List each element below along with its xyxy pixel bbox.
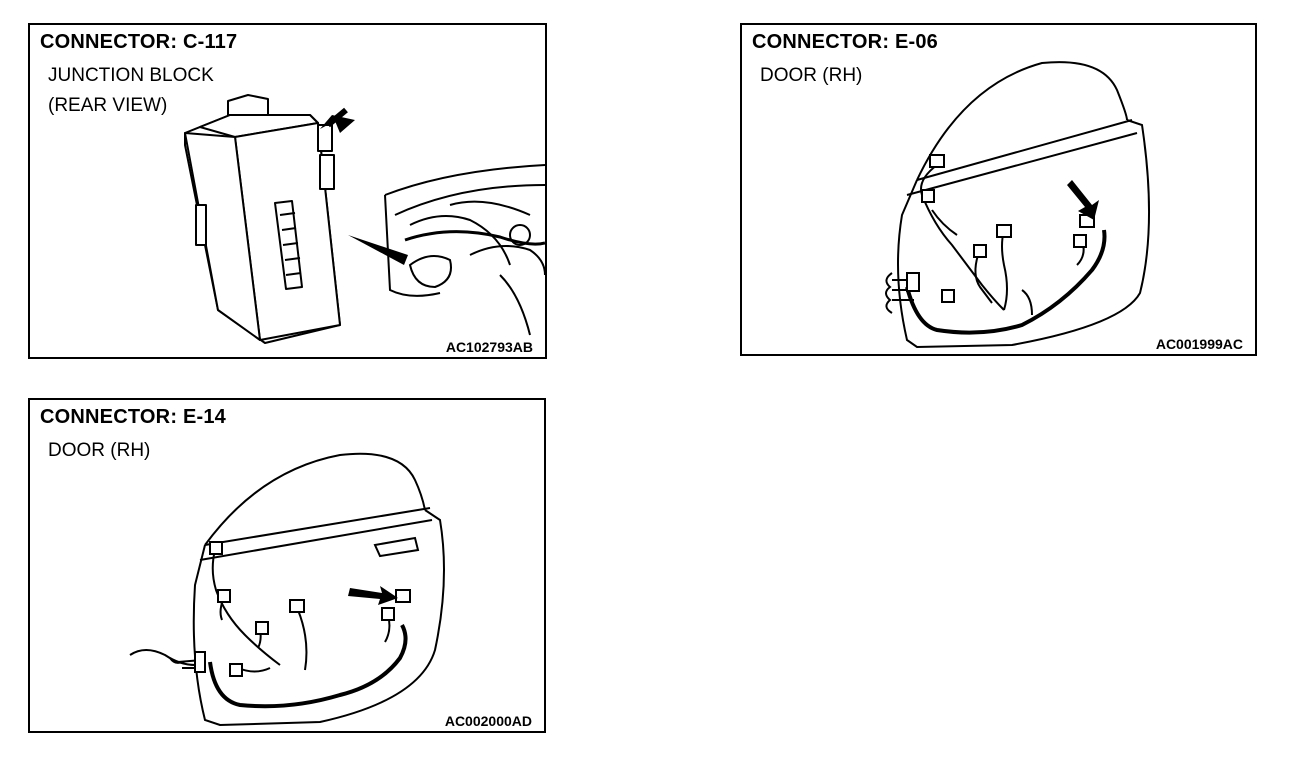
connector-title: CONNECTOR: C-117: [40, 31, 238, 53]
figure-code: AC002000AD: [444, 713, 532, 729]
connector-panel-e14: CONNECTOR: E-14 DOOR (RH) AC002000AD: [28, 398, 546, 733]
location-line-1: DOOR (RH): [48, 440, 151, 461]
connector-panel-e06: CONNECTOR: E-06 DOOR (RH) AC001999AC: [740, 23, 1257, 356]
location-line-2: (REAR VIEW): [48, 95, 168, 116]
connector-title: CONNECTOR: E-06: [752, 31, 938, 53]
connector-title: CONNECTOR: E-14: [40, 406, 226, 428]
door-harness-illustration: [129, 452, 445, 727]
figure-code: AC001999AC: [1155, 336, 1243, 352]
junction-block-illustration: [184, 94, 545, 344]
figure-code: AC102793AB: [445, 339, 533, 355]
location-line-1: JUNCTION BLOCK: [48, 65, 214, 86]
location-line-1: DOOR (RH): [760, 65, 863, 86]
door-harness-illustration: [885, 61, 1150, 349]
connector-panel-c117: CONNECTOR: C-117 JUNCTION BLOCK (REAR VI…: [28, 23, 547, 359]
